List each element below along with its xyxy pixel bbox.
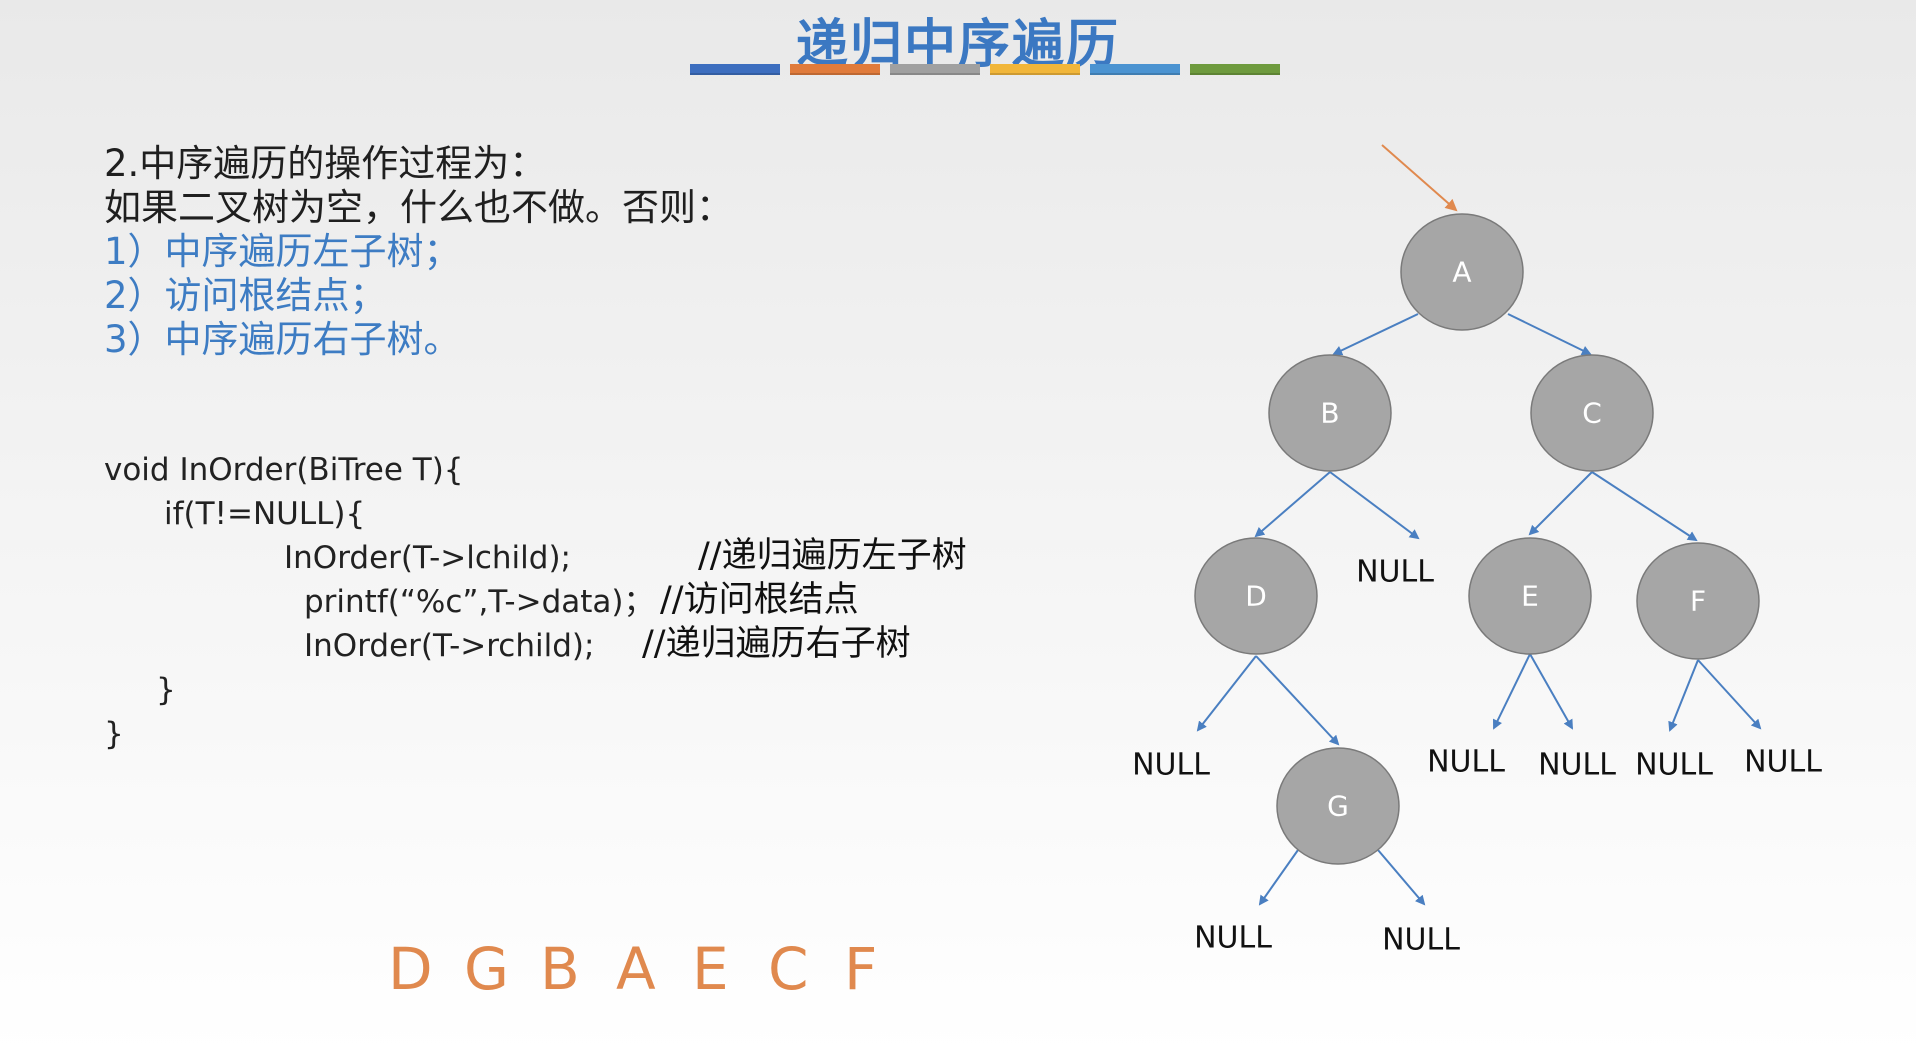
edge-a-b: [1332, 313, 1419, 356]
edge-g-null-right: [1377, 849, 1426, 906]
root-pointer-arrow: [1381, 144, 1458, 212]
edge-e-null-left: [1493, 653, 1531, 730]
accent-bar: [1090, 64, 1180, 75]
edge-c-f: [1591, 471, 1698, 542]
code-comment-5: //递归遍历右子树: [642, 624, 911, 664]
edge-e-null-right: [1529, 653, 1573, 730]
node-e: [1468, 537, 1592, 655]
accent-bar: [890, 64, 980, 75]
node-label-b: B: [1320, 397, 1339, 430]
null-label: NULL: [1382, 923, 1460, 958]
node-label-d: D: [1245, 580, 1267, 613]
code-line-2: if(T!=NULL){: [164, 496, 366, 532]
step-3: 3）中序遍历右子树。: [104, 318, 461, 361]
code-line-5: InOrder(T->rchild);: [304, 628, 595, 664]
node-label-e: E: [1521, 580, 1539, 613]
edge-b-d: [1254, 471, 1331, 538]
null-label: NULL: [1427, 745, 1505, 780]
edge-a-c: [1507, 313, 1592, 355]
result-item: G: [464, 935, 509, 1003]
edge-f-null-left: [1668, 659, 1699, 732]
accent-bar: [1190, 64, 1280, 75]
accent-bar: [990, 64, 1080, 75]
accent-bar: [790, 64, 880, 75]
edge-d-g: [1255, 655, 1340, 746]
node-b: [1268, 354, 1392, 472]
result-item: C: [768, 935, 809, 1003]
result-item: E: [692, 935, 729, 1003]
code-line-7: }: [104, 716, 124, 752]
node-f: [1636, 542, 1760, 660]
accent-bar: [690, 64, 780, 75]
result-item: A: [616, 935, 656, 1003]
null-label: NULL: [1635, 748, 1713, 783]
edge-c-e: [1528, 471, 1593, 536]
node-a: [1400, 213, 1524, 331]
null-label: NULL: [1194, 921, 1272, 956]
result-item: B: [540, 935, 580, 1003]
inorder-steps: 2.中序遍历的操作过程为： 如果二叉树为空，什么也不做。否则： 1）中序遍历左子…: [104, 142, 733, 362]
edge-f-null-right: [1697, 659, 1762, 730]
node-label-a: A: [1452, 256, 1471, 289]
steps-heading: 2.中序遍历的操作过程为：: [104, 142, 547, 185]
result-item: F: [844, 935, 878, 1003]
edge-g-null-left: [1258, 849, 1299, 906]
step-2: 2）访问根结点；: [104, 274, 387, 317]
steps-condition: 如果二叉树为空，什么也不做。否则：: [104, 186, 733, 229]
code-line-1: void InOrder(BiTree T){: [104, 452, 464, 488]
null-label: NULL: [1538, 748, 1616, 783]
null-label: NULL: [1132, 748, 1210, 783]
code-comment-3: //递归遍历左子树: [698, 536, 967, 576]
edge-b-null: [1329, 471, 1420, 540]
code-line-3: InOrder(T->lchild);: [284, 540, 571, 576]
node-c: [1530, 354, 1654, 472]
result-item: D: [388, 935, 433, 1003]
null-label: NULL: [1744, 745, 1822, 780]
node-d: [1194, 537, 1318, 655]
code-comment-4: //访问根结点: [660, 580, 859, 620]
null-label: NULL: [1356, 555, 1434, 590]
node-label-f: F: [1690, 585, 1706, 618]
edge-d-null: [1196, 655, 1257, 732]
code-line-4: printf(“%c”,T->data)；: [304, 584, 655, 620]
node-label-g: G: [1327, 790, 1349, 823]
node-g: [1276, 747, 1400, 865]
step-1: 1）中序遍历左子树；: [104, 230, 461, 273]
code-line-6: }: [156, 672, 176, 708]
node-label-c: C: [1582, 397, 1602, 430]
